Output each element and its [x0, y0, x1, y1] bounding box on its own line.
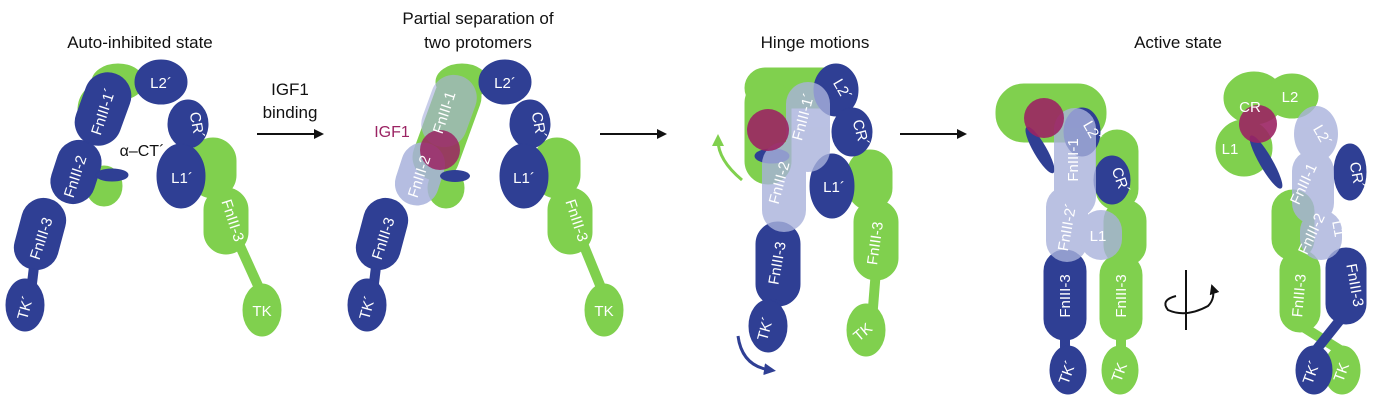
domain-label-tkp: TK´	[754, 315, 777, 343]
domain-label-l1p: L1´	[823, 179, 845, 196]
igf1-ligand	[1024, 98, 1064, 138]
domain-label-tk: TK	[1109, 361, 1132, 385]
stage-title-hinge-motions: Hinge motions	[761, 33, 870, 52]
igf1-ligand	[747, 109, 789, 151]
domain-label-fn1: FnIII-1	[1065, 138, 1082, 181]
domain-label-crp: CR´	[528, 111, 549, 140]
curved-motion-arrow-icon	[736, 335, 776, 376]
domain-label-tkp: TK´	[356, 294, 379, 322]
domain-label-l2p: L2´	[150, 75, 172, 92]
domain-label-l1p: L1´	[1328, 219, 1349, 243]
domain-label-l1: L1	[1090, 228, 1107, 245]
stage-auto-inhibited: FnIII-1´ FnIII-2 FnIII-3 L2´ CR´ L1´ FnI…	[5, 59, 282, 337]
pale-domains	[1292, 106, 1342, 260]
blue-protomer	[1025, 107, 1131, 395]
pale-domains	[1046, 108, 1122, 262]
domain-label-fn3: FnIII-3	[1057, 274, 1074, 317]
domain-label-l1p: L1´	[513, 170, 535, 187]
pale-domains	[762, 82, 830, 232]
stage-title-partial-separation-line2: two protomers	[424, 33, 532, 52]
arrow-label-igf1: IGF1	[271, 80, 309, 99]
igf1-label: IGF1	[374, 124, 410, 141]
curved-motion-arrow-icon	[712, 134, 743, 182]
blue-protomer	[5, 59, 209, 332]
domain-label-l2: L2	[1282, 89, 1299, 106]
stage-hinge-motions: FnIII-1´ FnIII-2 FnIII-3 L2´ CR´ L1´ FnI…	[712, 63, 899, 376]
stage-active-rotated: CR L2 L1 L2´ CR´ FnIII-1 FnIII-2 L1´ FnI…	[1215, 71, 1367, 395]
rotation-arrow-icon	[1164, 270, 1220, 330]
blue-protomer	[748, 63, 873, 353]
domain-label-l2p: L2´	[494, 75, 516, 92]
domain-label-crp: CR´	[186, 111, 207, 140]
stage-title-partial-separation-line1: Partial separation of	[402, 9, 553, 28]
domain-label-fn3-green: FnIII-3	[864, 221, 887, 266]
blue-protomer	[347, 59, 551, 332]
domain-label-l1: L1	[1222, 141, 1239, 158]
domain-label-cr: CR	[1239, 99, 1261, 116]
alpha-ct-helix	[440, 170, 470, 182]
stage-active-front: FnIII-1 FnIII-2´ L1 L2´ CR´ FnIII-3 FnII…	[995, 83, 1147, 395]
stage-title-auto-inhibited: Auto-inhibited state	[67, 33, 213, 52]
domain-label-fn3-green: FnIII-3	[1113, 274, 1130, 317]
domain-label-l1p: L1´	[171, 170, 193, 187]
igf1-ligand	[1239, 105, 1277, 143]
stage-partial-separation: IGF1 FnIII-1 FnIII-2 FnIII-3 L2´ CR´ L1´…	[347, 59, 624, 337]
domain-label-tk: TK	[594, 303, 613, 320]
stage-title-active-state: Active state	[1134, 33, 1222, 52]
blue-protomer	[1249, 135, 1367, 395]
domain-label-tk: TK	[1331, 361, 1354, 385]
igf1-ligand	[420, 130, 460, 170]
domain-label-tkp: TK´	[14, 294, 37, 322]
arrow-label-binding: binding	[263, 103, 318, 122]
label-alpha-ct: α–CT´	[120, 143, 165, 160]
domain-label-tk: TK	[252, 303, 271, 320]
domain-label-crp: CR´	[1346, 161, 1367, 190]
domain-label-crp: CR´	[849, 118, 872, 148]
domain-label-fn3-green: FnIII-3	[1289, 273, 1310, 318]
